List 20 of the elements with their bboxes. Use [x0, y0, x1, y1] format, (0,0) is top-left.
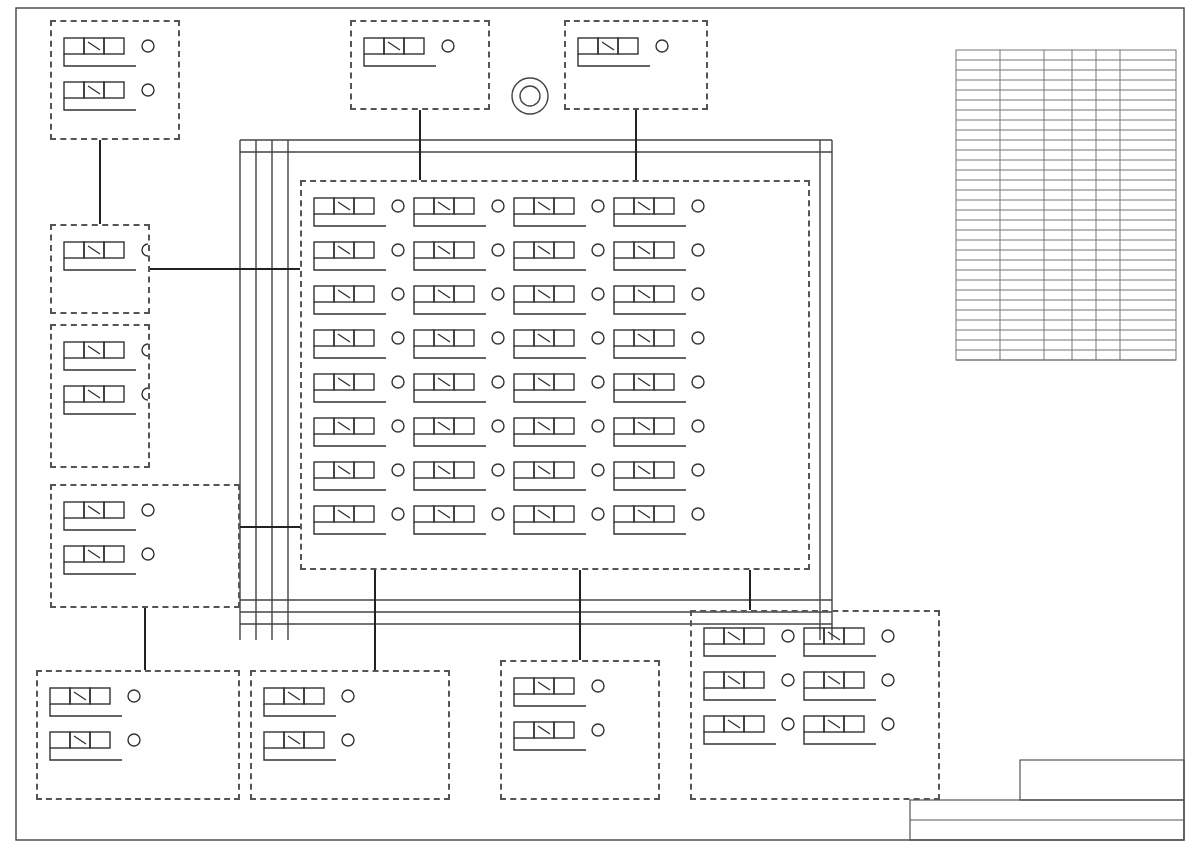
valve-group-box — [250, 670, 450, 800]
valve-group-box — [564, 20, 708, 110]
valve-group-box — [500, 660, 660, 800]
hydraulic-line — [239, 526, 301, 528]
hydraulic-line — [419, 109, 421, 181]
hydraulic-line — [374, 569, 376, 671]
hydraulic-line — [144, 607, 146, 671]
hydraulic-line — [635, 109, 637, 181]
valve-group-box — [50, 484, 240, 608]
valve-group-box — [50, 324, 150, 468]
hydraulic-line — [99, 139, 101, 225]
hydraulic-line — [579, 569, 581, 661]
valve-group-box — [50, 20, 180, 140]
valve-group-box — [690, 610, 940, 800]
valve-group-box — [36, 670, 240, 800]
valve-group-box — [300, 180, 810, 570]
hydraulic-line — [149, 268, 301, 270]
valve-group-box — [350, 20, 490, 110]
valve-group-box — [50, 224, 150, 314]
hydraulic-line — [749, 569, 751, 611]
